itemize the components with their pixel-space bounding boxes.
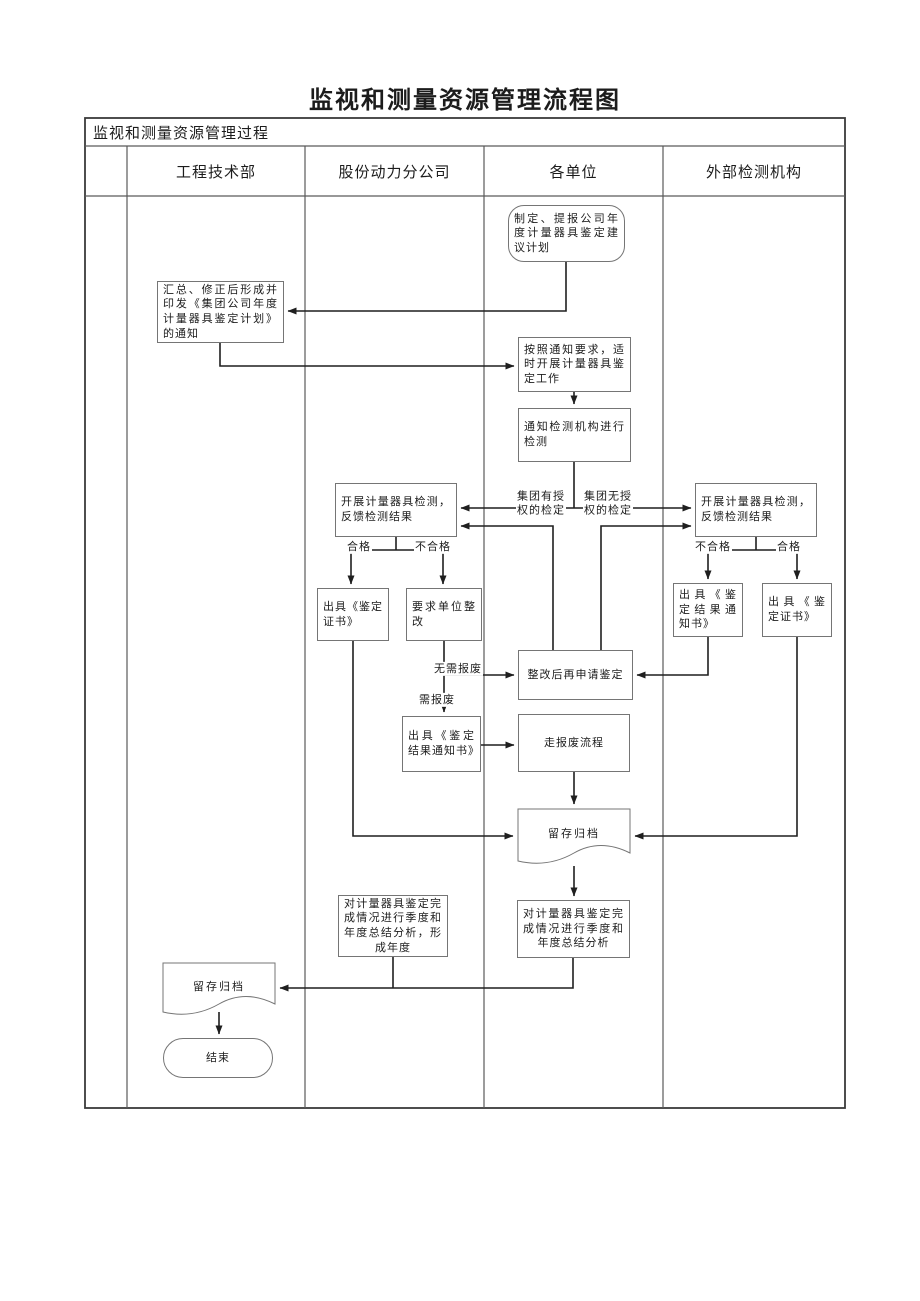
node-archive-left: 留存归档 (162, 962, 276, 1017)
edge-extcert-to-archive (634, 637, 798, 840)
node-label: 对计量器具鉴定完成情况进行季度和年度总结分析 (523, 907, 624, 950)
node-label: 制定、提报公司年度计量器具鉴定建议计划 (514, 211, 619, 254)
edge-label-pass-internal: 合格 (346, 539, 372, 555)
table-caption: 监视和测量资源管理过程 (93, 123, 270, 142)
node-issue-cert-external: 出具《鉴定证书》 (762, 583, 832, 637)
node-label: 对计量器具鉴定完成情况进行季度和年度总结分析，形成年度 (344, 896, 442, 954)
node-label: 留存归档 (193, 979, 245, 993)
node-label: 出具《鉴定结果通知书》 (679, 588, 737, 631)
node-test-internal: 开展计量器具检测，反馈检测结果 (335, 483, 457, 537)
node-archive-mid: 留存归档 (517, 808, 631, 866)
node-label: 汇总、修正后形成并印发《集团公司年度计量器具鉴定计划》的通知 (163, 282, 278, 340)
table-frame-line (84, 117, 846, 1109)
node-label: 出具《鉴定结果通知书》 (408, 729, 480, 757)
node-reapply-appraisal: 整改后再申请鉴定 (518, 650, 633, 700)
edge-reapply-loop-internal (460, 522, 554, 650)
edge-label-pass-external: 合格 (776, 539, 802, 555)
node-label: 出具《鉴定证书》 (323, 599, 383, 628)
edge-label-no-scrap: 无需报废 (433, 661, 483, 677)
node-require-rectify: 要求单位整改 (406, 588, 482, 641)
node-issue-result-external: 出具《鉴定结果通知书》 (673, 583, 743, 637)
edge-plan-to-summarize (287, 262, 567, 315)
node-label: 整改后再申请鉴定 (527, 667, 624, 681)
node-plan-proposal: 制定、提报公司年度计量器具鉴定建议计划 (508, 205, 625, 262)
node-label: 出具《鉴定证书》 (768, 595, 826, 623)
node-summary-branch: 对计量器具鉴定完成情况进行季度和年度总结分析，形成年度 (338, 895, 448, 957)
edge-label-need-scrap: 需报废 (418, 692, 456, 708)
node-label: 开展计量器具检测，反馈检测结果 (341, 495, 451, 523)
lane-header-2: 各单位 (549, 162, 598, 181)
page-title: 监视和测量资源管理流程图 (309, 85, 621, 114)
node-label: 结束 (206, 1050, 230, 1064)
lane-header-0: 工程技术部 (175, 162, 256, 181)
edge-label-fail-internal: 不合格 (414, 539, 452, 555)
node-issue-result-mid: 出具《鉴定结果通知书》 (402, 716, 481, 772)
node-test-external: 开展计量器具检测，反馈检测结果 (695, 483, 817, 537)
node-summarize-notice: 汇总、修正后形成并印发《集团公司年度计量器具鉴定计划》的通知 (157, 281, 284, 343)
node-label: 要求单位整改 (412, 599, 476, 628)
node-carry-out-appraisal: 按照通知要求，适时开展计量器具鉴定工作 (518, 337, 631, 392)
node-end: 结束 (163, 1038, 273, 1078)
node-label: 按照通知要求，适时开展计量器具鉴定工作 (524, 342, 625, 385)
edge-reapply-loop-external (600, 522, 692, 650)
edge-label-group-authorized: 集团有授 权的检定 (516, 489, 566, 519)
node-label: 通知检测机构进行检测 (524, 420, 625, 448)
node-issue-cert-internal: 出具《鉴定证书》 (317, 588, 389, 641)
edge-intcert-to-archive (352, 641, 514, 840)
edge-label-group-unauthorized: 集团无授 权的检定 (583, 489, 633, 519)
node-label: 留存归档 (548, 826, 600, 840)
node-summary-units: 对计量器具鉴定完成情况进行季度和年度总结分析 (517, 900, 630, 958)
edge-label-fail-external: 不合格 (694, 539, 732, 555)
lane-header-3: 外部检测机构 (705, 162, 802, 181)
node-label: 走报废流程 (544, 735, 604, 749)
edge-summarize-to-carryout (219, 343, 515, 370)
node-scrap-process: 走报废流程 (518, 714, 630, 772)
lane-header-1: 股份动力分公司 (338, 162, 451, 181)
document-shape (162, 962, 276, 1015)
node-label: 开展计量器具检测，反馈检测结果 (701, 495, 811, 523)
node-notify-agency: 通知检测机构进行检测 (518, 408, 631, 462)
edge-extresult-to-reapply (636, 637, 709, 679)
edge-summary-to-archiveleft (279, 958, 574, 992)
document-shape (517, 808, 631, 864)
